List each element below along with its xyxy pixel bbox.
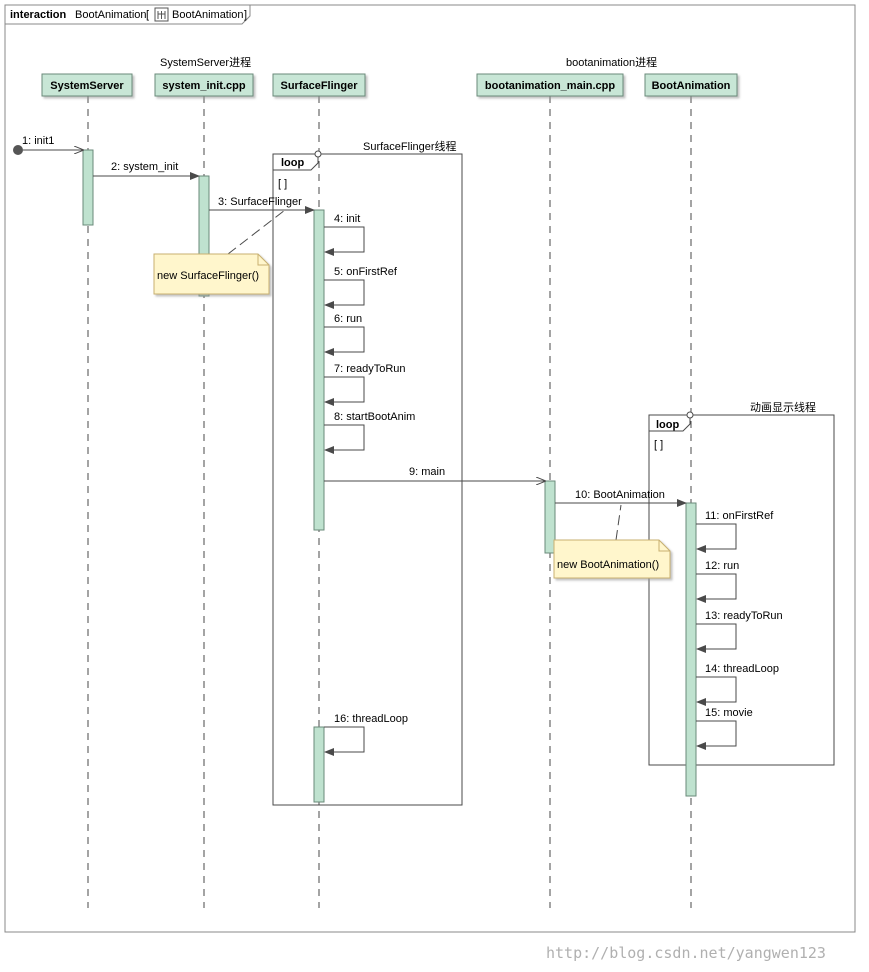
message-label-16: 16: threadLoop [334,713,408,725]
loop-keyword-bootanimation: loop [656,419,679,431]
activation-bootanimation-main-cpp [544,480,556,554]
activation-systemserver [82,149,94,226]
message-label-2: 2: system_init [111,161,178,173]
note-fold-bootanimation [658,540,670,552]
activation-bootanimation [685,502,697,797]
loop-fragment-bootanimation [648,414,835,766]
lifeline-name-surfaceflinger: SurfaceFlinger [280,80,358,92]
message-label-15: 15: movie [705,707,753,719]
lifeline-head-bootanimation-main-cpp [476,73,624,97]
loop-guard-bootanimation: [ ] [654,439,663,451]
message-arrow-4 [324,226,365,256]
found-message-start [13,145,23,155]
note-text-bootanimation: new BootAnimation() [557,559,659,571]
watermark: http://blog.csdn.net/yangwen123 [546,944,826,962]
activation-system-init-cpp [198,175,210,297]
message-label-10: 10: BootAnimation [575,489,665,501]
message-arrow-6 [324,326,365,356]
frame-tab [4,4,251,25]
lifeline-head-system-init-cpp [154,73,254,97]
interaction-frame [4,4,856,933]
message-arrow-16 [324,726,365,756]
group-label-surfaceflinger-thread: SurfaceFlinger线程 [363,139,457,153]
note-surfaceflinger [153,253,270,295]
message-arrow-11 [696,523,737,553]
lifeline-name-systemserver: SystemServer [50,80,124,92]
note-fold-surfaceflinger [257,254,269,266]
lifeline-name-system-init-cpp: system_init.cpp [162,80,245,92]
frame-ref-close: ] [244,9,247,21]
lifeline-head-bootanimation [644,73,738,97]
message-label-9: 9: main [409,466,445,478]
frame-name: BootAnimation [75,9,147,21]
message-label-12: 12: run [705,560,739,572]
message-label-6: 6: run [334,313,362,325]
lifeline-name-bootanimation: BootAnimation [652,80,731,92]
message-arrow-5 [324,279,365,309]
frame-ref-name: BootAnimation [172,9,244,21]
message-label-14: 14: threadLoop [705,663,779,675]
loop-handle-bootanimation [686,411,694,419]
message-arrow-14 [696,676,737,706]
group-label-animation-thread: 动画显示线程 [750,400,816,414]
message-label-7: 7: readyToRun [334,363,406,375]
loop-handle-surfaceflinger [314,150,322,158]
loop-guard-surfaceflinger: [ ] [278,178,287,190]
note-connector-surfaceflinger [227,209,286,255]
message-label-13: 13: readyToRun [705,610,783,622]
note-connector-bootanimation [615,504,622,541]
lifeline-name-bootanimation-main-cpp: bootanimation_main.cpp [485,80,615,92]
frame-keyword: interaction [10,9,67,21]
message-label-4: 4: init [334,213,360,225]
message-arrow-12 [696,573,737,603]
frame-ref-open: [ [146,9,149,21]
message-label-1: 1: init1 [22,135,54,147]
group-label-systemserver: SystemServer进程 [160,56,251,69]
group-label-bootanimation: bootanimation进程 [566,56,657,69]
note-text-surfaceflinger: new SurfaceFlinger() [157,270,259,282]
lifeline-head-systemserver [41,73,133,97]
activation-surfaceflinger-main [313,209,325,531]
loop-tab-bootanimation [648,414,691,432]
note-bootanimation [553,539,671,579]
diagram-ref-icon [154,7,169,22]
lifeline-head-surfaceflinger [272,73,366,97]
message-label-3: 3: SurfaceFlinger [218,196,302,208]
message-label-11: 11: onFirstRef [705,510,774,522]
message-label-5: 5: onFirstRef [334,266,398,278]
message-arrow-13 [696,623,737,653]
message-arrow-8 [324,424,365,454]
loop-tab-surfaceflinger [272,153,319,171]
loop-keyword-surfaceflinger: loop [281,157,304,169]
loop-fragment-surfaceflinger [272,153,463,806]
message-label-8: 8: startBootAnim [334,411,415,423]
message-arrow-7 [324,376,365,406]
activation-surfaceflinger-threadloop [313,726,325,803]
message-arrow-15 [696,720,737,750]
